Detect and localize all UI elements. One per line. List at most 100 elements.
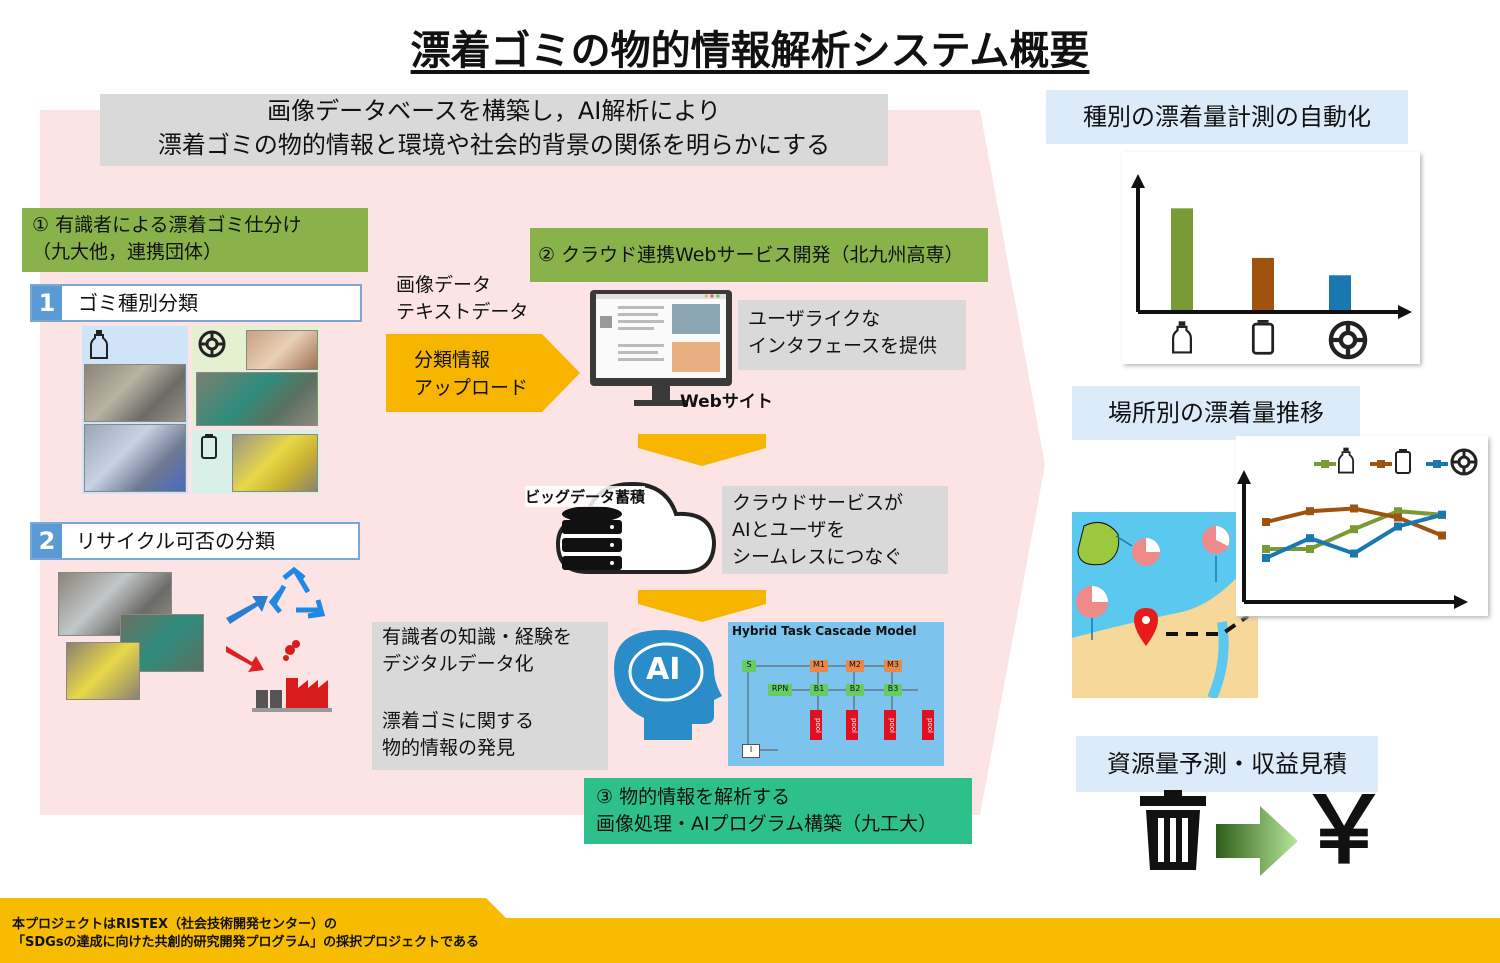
htc-node-s: S	[742, 660, 756, 672]
ui-note: ユーザライクな インタフェースを提供	[738, 300, 966, 370]
htc-node-b1: B1	[810, 684, 828, 696]
down-arrow-1	[638, 434, 766, 466]
expert-note: 有識者の知識・経験を デジタルデータ化 漂着ゴミに関する 物的情報の発見	[372, 622, 608, 770]
bar-chart-panel	[1122, 152, 1420, 364]
step3-line-2: 画像処理・AIプログラム構築（九工大）	[596, 813, 938, 835]
expert-note-line-2: デジタルデータ化	[382, 653, 534, 675]
trend-label: 場所別の漂着量推移	[1072, 386, 1360, 440]
htc-model-edges	[747, 660, 918, 751]
footer-text: 本プロジェクトはRISTEX（社会技術開発センター）の 「SDGsの達成に向けた…	[12, 916, 479, 952]
bar-axis-can-icon	[1251, 320, 1275, 355]
cloud-note-line-1: クラウドサービスが	[732, 492, 904, 514]
bar-can	[1252, 257, 1274, 310]
step2-box: ② クラウド連携Webサービス開発（北九州高専）	[530, 228, 988, 282]
upload-line-2: アップロード	[414, 377, 529, 399]
ai-head-icon	[614, 630, 722, 740]
line-chart	[1237, 470, 1468, 609]
line-point-bottle-2	[1306, 545, 1314, 553]
map-panel	[1072, 512, 1258, 698]
photo-float	[246, 330, 318, 370]
resource-label: 資源量予測・収益見積	[1076, 736, 1378, 792]
line-point-can-2	[1306, 507, 1314, 516]
factory-icon	[252, 640, 332, 712]
footer-line-2: 「SDGsの達成に向けた共創的研究開発プログラム」の採択プロジェクトである	[12, 935, 480, 950]
conversion-arrow	[1216, 806, 1298, 876]
bigdata-label: ビッグデータ蓄積	[525, 486, 646, 507]
line-point-can-5	[1438, 531, 1446, 540]
section1-label: ゴミ種別分類	[78, 291, 198, 315]
website-label: Webサイト	[680, 392, 773, 412]
bottle-category-panel	[82, 326, 188, 494]
data-label-text: テキストデータ	[396, 301, 529, 323]
legend-bottle-icon	[1338, 447, 1354, 474]
step3-box: ③ 物的情報を解析する 画像処理・AIプログラム構築（九工大）	[584, 778, 972, 844]
upload-line-1: 分類情報	[414, 349, 491, 371]
footer-line-1: 本プロジェクトはRISTEX（社会技術開発センター）の	[12, 917, 337, 932]
website-monitor-icon	[590, 290, 732, 406]
htc-node-pool-3: pool	[884, 710, 896, 740]
bar-lifebuoy	[1329, 275, 1351, 310]
htc-node-b3: B3	[884, 684, 902, 696]
footer-band	[0, 898, 1500, 963]
step1-line-2: （九大他，連携団体）	[32, 241, 223, 263]
down-arrow-2	[638, 590, 766, 622]
red-arrow-icon	[226, 646, 264, 672]
line-point-lifebuoy-2	[1306, 534, 1314, 543]
step1-line-1: ① 有識者による漂着ゴミ仕分け	[32, 214, 302, 236]
section2-number: 2	[32, 524, 62, 558]
banner-line-1: 画像データベースを構築し，AI解析により	[267, 97, 721, 125]
line-point-lifebuoy-3	[1350, 549, 1358, 558]
photo-can	[232, 434, 318, 492]
section1-number: 1	[32, 286, 62, 320]
htc-node-m3: M3	[884, 660, 902, 672]
line-point-can-4	[1394, 513, 1402, 522]
legend-graphic	[1314, 460, 1448, 468]
map-graphic	[1072, 521, 1258, 698]
expert-note-line-1: 有識者の知識・経験を	[382, 626, 573, 648]
htc-node-m2: M2	[846, 660, 864, 672]
section2-label: リサイクル可否の分類	[76, 529, 275, 553]
upload-label: 分類情報 アップロード	[414, 346, 528, 402]
auto-measure-label: 種別の漂着量計測の自動化	[1046, 90, 1408, 144]
overview-banner: 画像データベースを構築し，AI解析により 漂着ゴミの物的情報と環境や社会的背景の…	[100, 94, 888, 166]
location-pin-icon	[1134, 608, 1158, 646]
legend-can-icon	[1395, 449, 1411, 474]
recycle-icon	[268, 566, 326, 619]
ui-note-line-1: ユーザライクな	[748, 308, 881, 330]
htc-node-rpn: RPN	[768, 684, 792, 696]
lifebuoy-icon	[198, 330, 226, 358]
blue-arrow-icon	[226, 596, 268, 624]
htc-model-title: Hybrid Task Cascade Model	[732, 624, 917, 638]
line-point-bottle-1	[1262, 545, 1270, 553]
cloud-note-line-3: シームレスにつなぐ	[732, 546, 903, 568]
bar-axis-bottle-icon	[1172, 321, 1192, 354]
page-title: 漂着ゴミの物的情報解析システム概要	[0, 18, 1500, 76]
line-point-can-3	[1350, 504, 1358, 513]
banner-line-2: 漂着ゴミの物的情報と環境や社会的背景の関係を明らかにする	[157, 131, 831, 159]
step1-box: ① 有識者による漂着ゴミ仕分け （九大他，連携団体）	[22, 208, 368, 272]
expert-note-line-4: 物的情報の発見	[382, 737, 516, 759]
lifebuoy-category-panel	[192, 326, 320, 426]
legend-lifebuoy-icon	[1450, 448, 1478, 476]
line-point-can-1	[1262, 518, 1270, 526]
section1-header: 1 ゴミ種別分類	[30, 284, 362, 322]
line-point-bottle-3	[1350, 525, 1358, 534]
line-point-lifebuoy-1	[1262, 554, 1270, 562]
cloud-note-line-2: AIとユーザを	[732, 519, 846, 541]
ai-label: AI	[646, 652, 681, 687]
ui-note-line-2: インタフェースを提供	[748, 335, 938, 357]
bar-bottle	[1171, 208, 1193, 310]
can-icon	[201, 434, 217, 459]
data-type-label: 画像データ テキストデータ	[396, 272, 528, 326]
photo-net	[196, 372, 318, 426]
bottle-icon	[90, 330, 108, 359]
htc-node-i: I	[742, 744, 760, 758]
cloud-note: クラウドサービスが AIとユーザを シームレスにつなぐ	[722, 486, 948, 574]
data-label-image: 画像データ	[396, 274, 492, 296]
line-point-lifebuoy-5	[1438, 510, 1446, 519]
htc-node-pool-2: pool	[846, 710, 858, 740]
recycle-branch-graphic	[226, 566, 332, 712]
line-point-bottle-4	[1394, 507, 1402, 516]
photo-bottle-1	[84, 364, 186, 422]
line-point-lifebuoy-4	[1394, 522, 1402, 531]
